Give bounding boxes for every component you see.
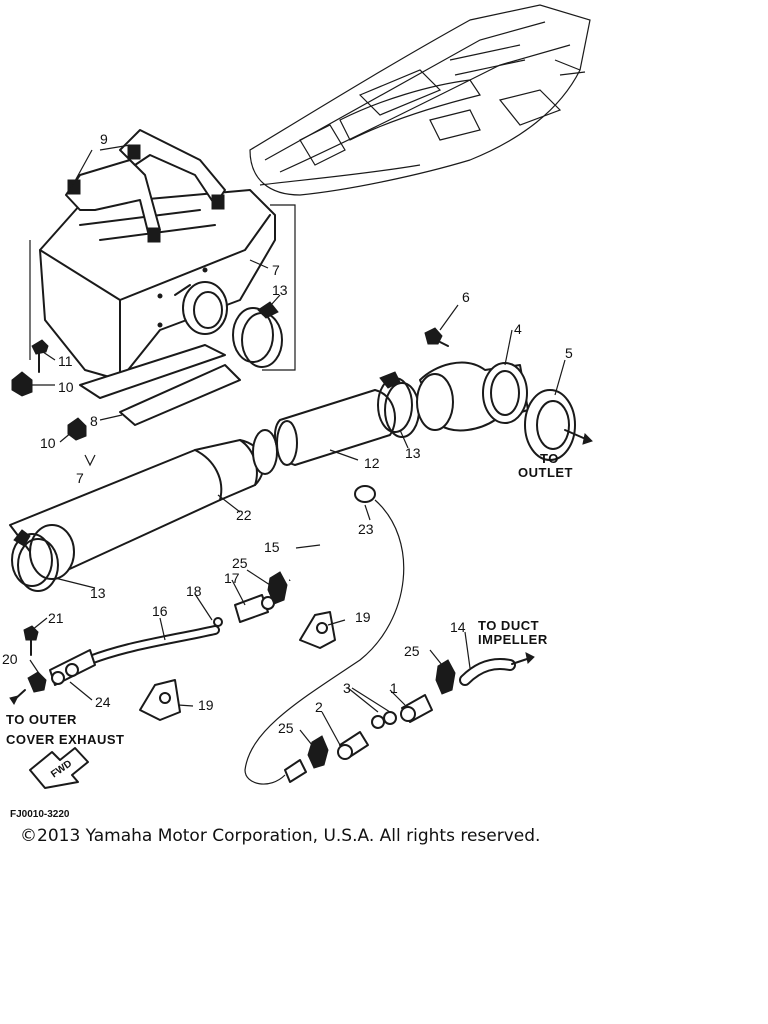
to-outlet-line1: TO xyxy=(540,451,559,466)
hose-clip-25c xyxy=(307,735,329,769)
callout-16: 16 xyxy=(152,603,168,619)
callout-2: 2 xyxy=(315,699,323,715)
hose-clamp-upper xyxy=(232,301,283,368)
bracket-19-right xyxy=(299,611,336,649)
callout-14: 14 xyxy=(450,619,466,635)
callout-25-top: 25 xyxy=(232,555,248,571)
callout-11: 11 xyxy=(58,353,73,369)
callout-19-left: 19 xyxy=(198,697,214,713)
to-duct-line1: TO DUCT xyxy=(478,618,539,633)
callout-numbers: 9 7 13 11 10 10 8 7 6 4 5 13 12 22 23 15… xyxy=(2,131,573,736)
exhaust-hose-12 xyxy=(274,389,396,466)
callout-12: 12 xyxy=(364,455,380,471)
hose-clip-25a xyxy=(267,571,288,605)
callout-3: 3 xyxy=(343,680,351,696)
to-outlet-line2: OUTLET xyxy=(518,465,573,480)
callout-22: 22 xyxy=(236,507,252,523)
callout-24: 24 xyxy=(95,694,111,710)
fittings-1-2-3 xyxy=(284,694,433,783)
gasket-5 xyxy=(524,389,593,461)
callout-1: 1 xyxy=(390,680,398,696)
callout-13-middle: 13 xyxy=(405,445,421,461)
hose-16-24 xyxy=(49,625,220,686)
callout-23: 23 xyxy=(358,521,374,537)
callout-13-upper: 13 xyxy=(272,282,288,298)
to-outer-line2: COVER EXHAUST xyxy=(6,732,124,747)
hose-14 xyxy=(459,652,535,686)
bolt-6 xyxy=(424,327,449,347)
callout-9: 9 xyxy=(100,131,108,147)
callout-21: 21 xyxy=(48,610,64,626)
to-outer-line1: TO OUTER xyxy=(6,712,77,727)
callout-7-lower: 7 xyxy=(76,470,84,486)
watercraft-hull-illustration xyxy=(249,4,591,196)
bolt-21-fitting-20 xyxy=(9,625,47,705)
callout-13-lower: 13 xyxy=(90,585,106,601)
fittings-17-18 xyxy=(213,594,275,627)
callout-8: 8 xyxy=(90,413,98,429)
rubber-pads xyxy=(79,344,241,426)
callout-5: 5 xyxy=(565,345,573,361)
callout-25-right: 25 xyxy=(404,643,420,659)
cooling-hose-15 xyxy=(244,485,405,785)
callout-6: 6 xyxy=(462,289,470,305)
callout-17: 17 xyxy=(224,570,240,586)
callout-19-right: 19 xyxy=(355,609,371,625)
muffler-box xyxy=(29,129,296,381)
leader-lines xyxy=(29,144,566,746)
copyright-notice: ©2013 Yamaha Motor Corporation, U.S.A. A… xyxy=(20,826,541,846)
callout-10-lower: 10 xyxy=(40,435,56,451)
clips-and-bolts xyxy=(11,339,87,441)
callout-15: 15 xyxy=(264,539,280,555)
callout-20: 20 xyxy=(2,651,18,667)
figure-code: FJ0010-3220 xyxy=(10,809,70,820)
fwd-arrow-icon: FWD xyxy=(29,747,89,789)
hose-clip-25b xyxy=(435,659,456,695)
hose-clamp-lower xyxy=(11,529,59,592)
callout-25-bottom: 25 xyxy=(278,720,294,736)
callout-18: 18 xyxy=(186,583,202,599)
exhaust-elbow-4 xyxy=(416,361,529,432)
callout-10-upper: 10 xyxy=(58,379,74,395)
callout-4: 4 xyxy=(514,321,522,337)
bracket-19-left xyxy=(139,679,181,721)
callout-7-upper: 7 xyxy=(272,262,280,278)
flow-labels: TO OUTLET TO DUCT IMPELLER TO OUTER COVE… xyxy=(6,451,573,820)
to-duct-line2: IMPELLER xyxy=(478,632,548,647)
